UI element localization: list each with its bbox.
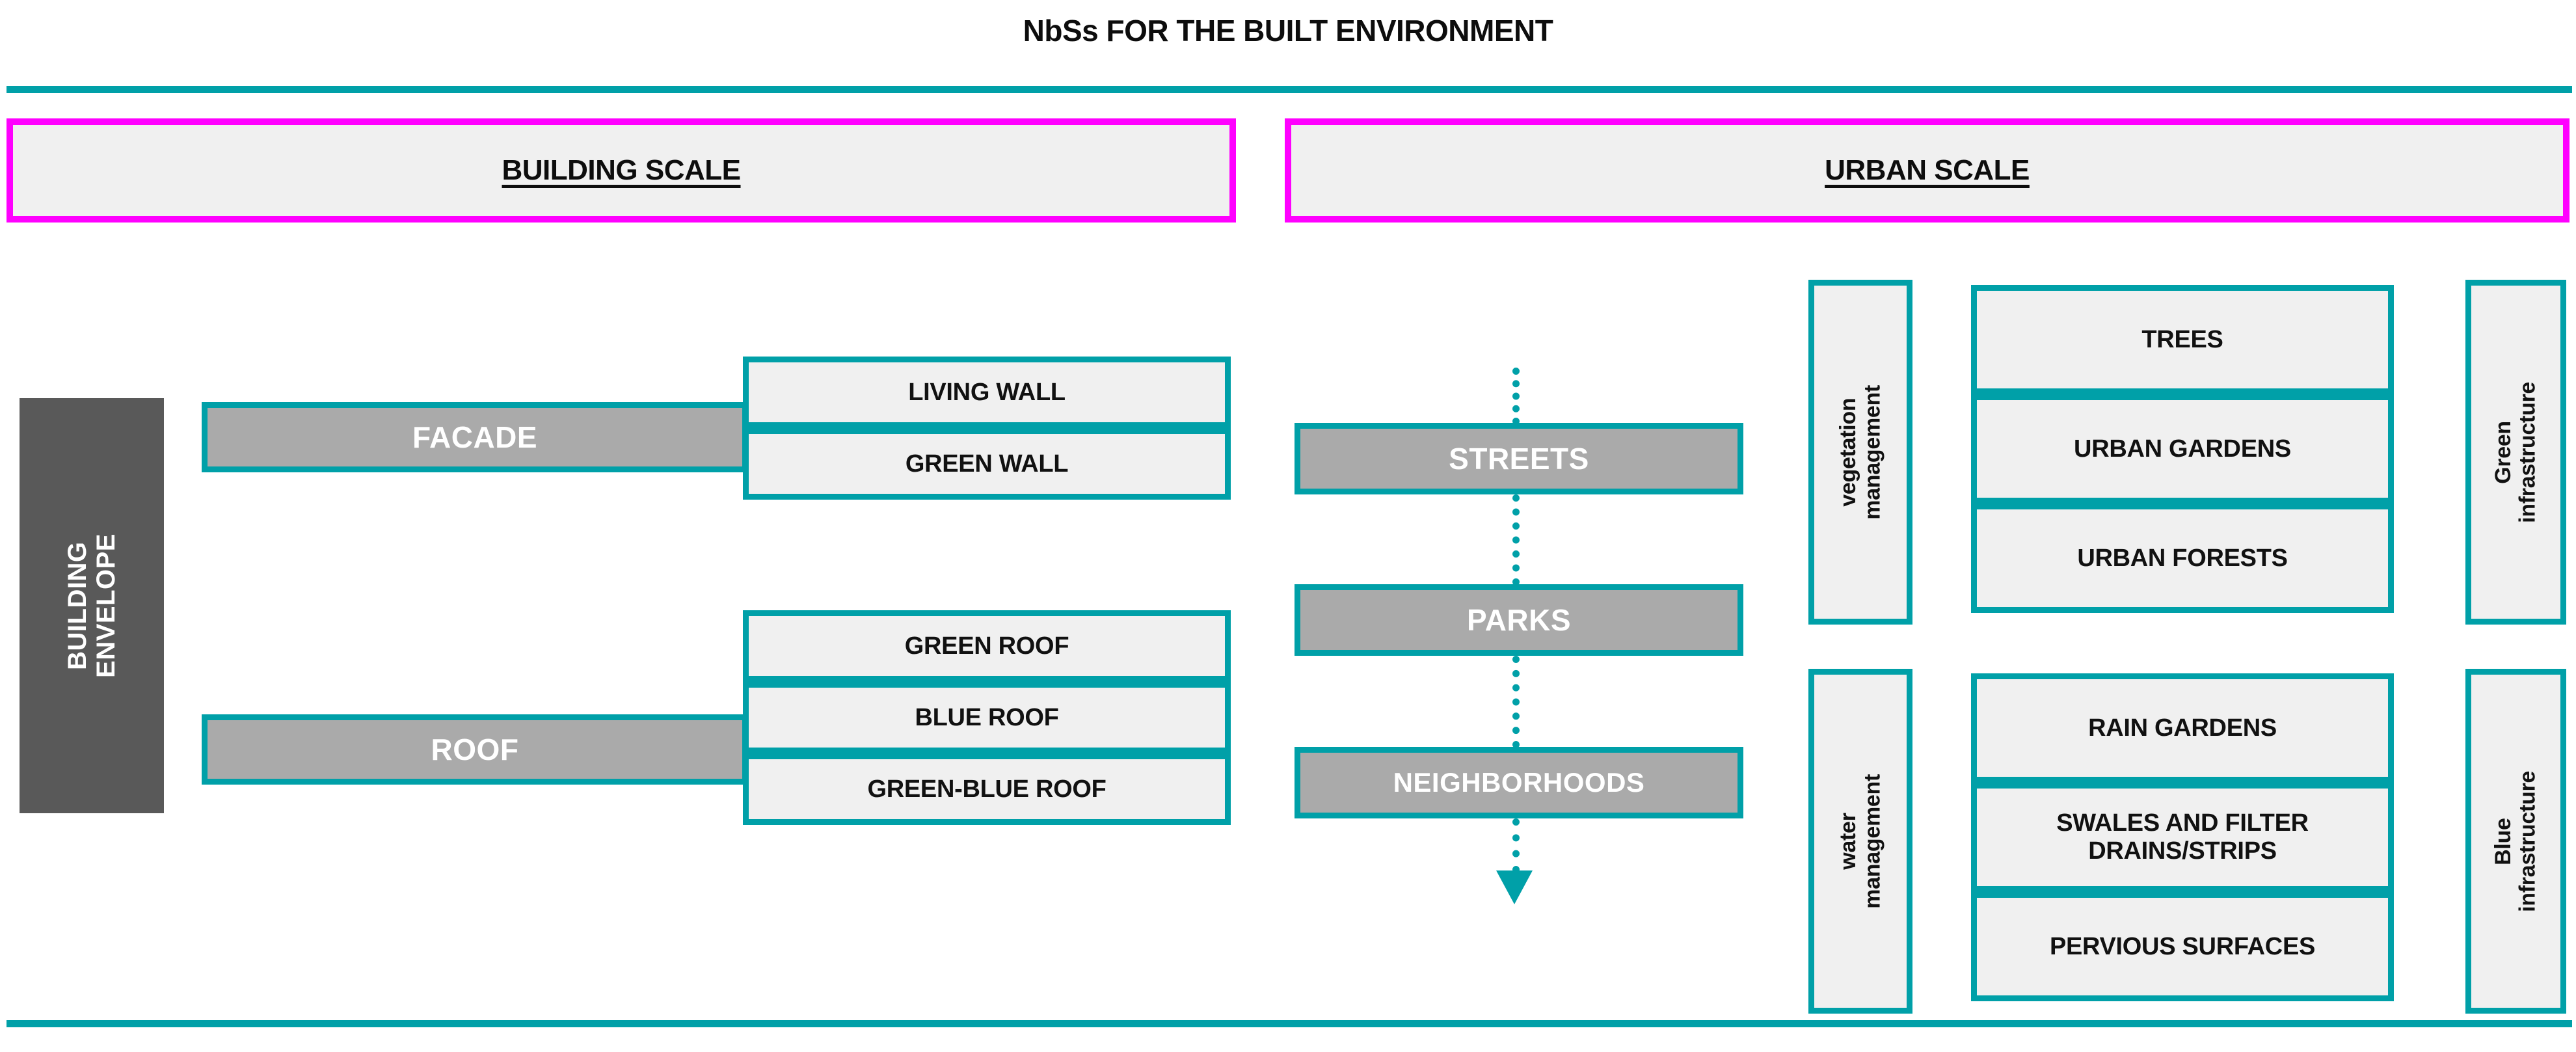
roof-group[interactable]: ROOF <box>202 714 748 785</box>
building-scale-header: BUILDING SCALE <box>7 118 1236 223</box>
facade-label: FACADE <box>412 420 538 454</box>
nbs-item-green-blue-roof[interactable]: GREEN-BLUE ROOF <box>743 753 1231 825</box>
neighborhoods-label: NEIGHBORHOODS <box>1393 767 1645 798</box>
dotted-connector-streets-parks <box>1512 494 1520 586</box>
dotted-connector-parks-neighborhoods <box>1512 656 1520 748</box>
urban-scale-label: URBAN SCALE <box>1825 154 2030 186</box>
green-wall-label: GREEN WALL <box>905 450 1069 478</box>
urban-gardens-label: URBAN GARDENS <box>2074 435 2291 463</box>
green-infrastructure-group: Green infrastructure <box>2465 280 2566 625</box>
top-divider-rule <box>7 86 2572 93</box>
living-wall-label: LIVING WALL <box>908 378 1066 406</box>
streets-label: STREETS <box>1449 442 1589 476</box>
vegetation-management-group: vegetation management <box>1808 280 1912 625</box>
page-title: NbSs FOR THE BUILT ENVIRONMENT <box>1023 14 1553 47</box>
nbs-item-rain-gardens[interactable]: RAIN GARDENS <box>1971 673 2394 783</box>
blue-infrastructure-group: Blue infrastructure <box>2465 669 2566 1014</box>
urban-forests-label: URBAN FORESTS <box>2077 544 2288 572</box>
nbs-item-pervious-surfaces[interactable]: PERVIOUS SURFACES <box>1971 892 2394 1001</box>
water-management-label: water management <box>1835 774 1885 909</box>
pervious-surfaces-label: PERVIOUS SURFACES <box>2049 932 2316 960</box>
nbs-item-swales-filter-drains[interactable]: SWALES AND FILTER DRAINS/STRIPS <box>1971 783 2394 892</box>
arrow-down-icon <box>1496 870 1533 904</box>
blue-infrastructure-label: Blue infrastructure <box>2491 770 2540 912</box>
water-management-group: water management <box>1808 669 1912 1014</box>
urban-scale-header: URBAN SCALE <box>1285 118 2569 223</box>
parks-label: PARKS <box>1466 603 1572 637</box>
nbs-item-living-wall[interactable]: LIVING WALL <box>743 357 1231 428</box>
bottom-divider-rule <box>7 1020 2572 1027</box>
dotted-connector-bottom <box>1512 818 1520 873</box>
urban-chain-neighborhoods[interactable]: NEIGHBORHOODS <box>1295 747 1743 818</box>
building-envelope-category: BUILDING ENVELOPE <box>20 398 164 813</box>
nbs-item-green-wall[interactable]: GREEN WALL <box>743 428 1231 500</box>
building-envelope-label: BUILDING ENVELOPE <box>63 533 120 678</box>
dotted-connector-top <box>1512 368 1520 425</box>
roof-label: ROOF <box>431 733 519 766</box>
rain-gardens-label: RAIN GARDENS <box>2088 714 2277 742</box>
blue-roof-label: BLUE ROOF <box>915 703 1059 731</box>
nbs-item-green-roof[interactable]: GREEN ROOF <box>743 610 1231 682</box>
green-infrastructure-label: Green infrastructure <box>2491 381 2540 523</box>
green-roof-label: GREEN ROOF <box>904 632 1069 660</box>
nbs-item-urban-forests[interactable]: URBAN FORESTS <box>1971 504 2394 613</box>
urban-chain-streets[interactable]: STREETS <box>1295 423 1743 494</box>
green-blue-roof-label: GREEN-BLUE ROOF <box>867 775 1107 803</box>
vegetation-management-label: vegetation management <box>1835 384 1885 520</box>
nbs-item-urban-gardens[interactable]: URBAN GARDENS <box>1971 394 2394 504</box>
nbs-item-blue-roof[interactable]: BLUE ROOF <box>743 682 1231 753</box>
trees-label: TREES <box>2141 325 2223 353</box>
nbs-item-trees[interactable]: TREES <box>1971 285 2394 394</box>
swales-label: SWALES AND FILTER DRAINS/STRIPS <box>2056 809 2309 865</box>
urban-chain-parks[interactable]: PARKS <box>1295 584 1743 656</box>
facade-group[interactable]: FACADE <box>202 402 748 472</box>
building-scale-label: BUILDING SCALE <box>502 154 742 186</box>
